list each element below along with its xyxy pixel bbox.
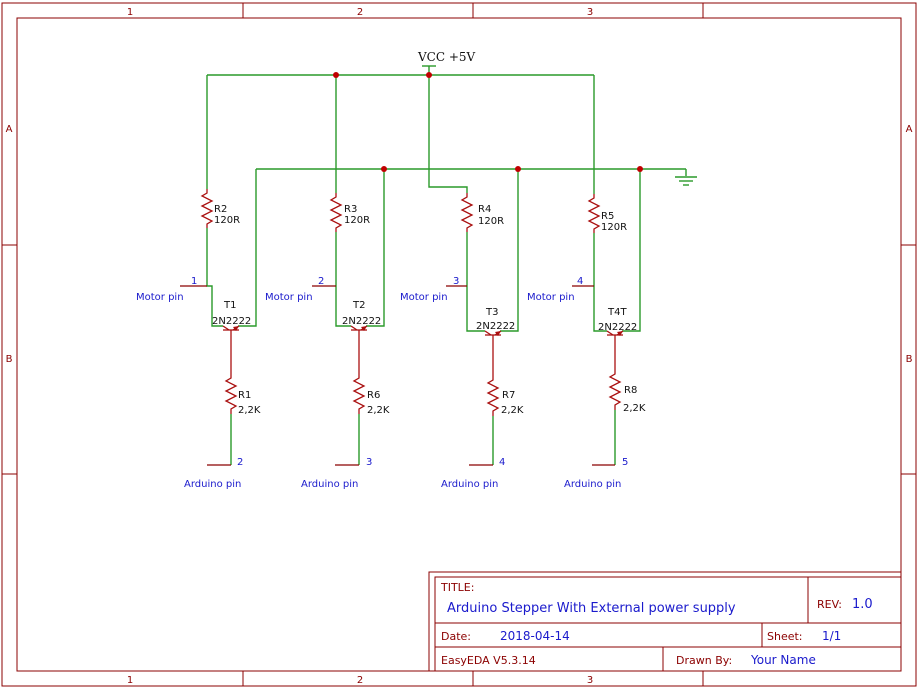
rev-label: REV: xyxy=(817,598,842,611)
resistor-ref: R1 xyxy=(238,390,251,401)
wire xyxy=(500,169,519,332)
motor-pin-label: Motor pin xyxy=(265,292,313,303)
resistor-value: 120R xyxy=(214,215,240,226)
arduino-pin-number: 5 xyxy=(622,457,628,468)
sheet-label: Sheet: xyxy=(767,630,803,643)
junction-dot xyxy=(381,166,387,172)
resistor-value: 120R xyxy=(344,215,370,226)
npn-transistor-icon xyxy=(222,325,240,340)
motor-pin-label: Motor pin xyxy=(527,292,575,303)
col-label-top: 2 xyxy=(357,7,363,18)
junction-dot xyxy=(333,72,339,78)
row-label-right: B xyxy=(906,354,913,365)
resistor-symbol xyxy=(329,193,343,232)
resistor-symbol xyxy=(608,345,622,410)
drawn-by-label: Drawn By: xyxy=(676,654,732,667)
resistor-symbol xyxy=(224,340,238,414)
power-nets: VCC +5V xyxy=(206,50,697,332)
drawn-by-value: Your Name xyxy=(750,653,816,667)
resistor-symbol xyxy=(460,193,474,232)
resistor-symbol xyxy=(352,340,366,414)
npn-transistor-icon xyxy=(350,325,368,340)
col-label-bottom: 3 xyxy=(587,675,593,686)
rev-value: 1.0 xyxy=(852,597,873,612)
software-version: EasyEDA V5.3.14 xyxy=(441,654,536,667)
col-label-top: 3 xyxy=(587,7,593,18)
transistor-ref: T3 xyxy=(485,307,498,318)
drawing-title: Arduino Stepper With External power supp… xyxy=(447,601,736,616)
wire xyxy=(366,169,385,327)
resistor-ref: R7 xyxy=(502,390,515,401)
resistor-ref: R5 xyxy=(601,211,614,222)
date-label: Date: xyxy=(441,630,471,643)
transistor-part: 2N2222 xyxy=(476,321,515,332)
row-label-left: B xyxy=(6,354,13,365)
driver-stage-1: R2 120R 1 Motor pin T1 2N2222 R1 2,2K 2 … xyxy=(136,189,261,490)
resistor-symbol xyxy=(486,345,500,416)
sheet-value: 1/1 xyxy=(822,629,841,643)
wire xyxy=(428,75,468,193)
npn-transistor-icon xyxy=(484,330,502,345)
col-label-top: 1 xyxy=(127,7,133,18)
arduino-pin-label: Arduino pin xyxy=(441,479,498,490)
vcc-label: VCC +5V xyxy=(417,50,476,64)
row-label-right: A xyxy=(906,124,913,135)
resistor-symbol xyxy=(587,194,601,233)
transistor-ref: T2 xyxy=(352,300,365,311)
wire xyxy=(206,228,223,327)
transistor-part: 2N2222 xyxy=(598,322,637,333)
date-value: 2018-04-14 xyxy=(500,629,570,643)
resistor-symbol xyxy=(200,189,214,228)
resistor-ref: R8 xyxy=(624,385,637,396)
transistor-part: 2N2222 xyxy=(342,316,381,327)
junction-dot xyxy=(637,166,643,172)
title-block: TITLE: Arduino Stepper With External pow… xyxy=(428,571,902,672)
resistor-value: 2,2K xyxy=(238,405,261,416)
wire xyxy=(335,232,351,327)
arduino-pin-number: 3 xyxy=(366,457,372,468)
wire xyxy=(622,169,641,332)
title-block-inner xyxy=(434,576,902,672)
transistor-ref: T1 xyxy=(223,300,236,311)
resistor-value: 120R xyxy=(478,216,504,227)
motor-pin-number: 1 xyxy=(191,276,197,287)
resistor-ref: R6 xyxy=(367,390,380,401)
resistor-value: 2,2K xyxy=(501,405,524,416)
junction-dot xyxy=(426,72,432,78)
arduino-pin-number: 2 xyxy=(237,457,243,468)
arduino-pin-label: Arduino pin xyxy=(564,479,621,490)
npn-transistor-icon xyxy=(606,330,624,345)
motor-pin-number: 4 xyxy=(577,276,583,287)
row-label-left: A xyxy=(6,124,13,135)
driver-stage-3: R4 120R 3 Motor pin T3 2N2222 R7 2,2K 4 … xyxy=(400,193,524,490)
resistor-value: 2,2K xyxy=(367,405,390,416)
inner-border xyxy=(16,17,902,672)
motor-pin-label: Motor pin xyxy=(136,292,184,303)
transistor-part: 2N2222 xyxy=(212,316,251,327)
resistor-ref: R4 xyxy=(478,204,491,215)
resistor-ref: R3 xyxy=(344,204,357,215)
wire xyxy=(238,169,257,327)
col-label-bottom: 2 xyxy=(357,675,363,686)
title-label: TITLE: xyxy=(440,581,474,594)
arduino-pin-number: 4 xyxy=(499,457,505,468)
col-label-bottom: 1 xyxy=(127,675,133,686)
arduino-pin-label: Arduino pin xyxy=(184,479,241,490)
arduino-pin-label: Arduino pin xyxy=(301,479,358,490)
driver-stage-2: R3 120R 2 Motor pin T2 2N2222 R6 2,2K 3 … xyxy=(265,193,390,490)
resistor-value: 2,2K xyxy=(623,403,646,414)
driver-stage-4: R5 120R 4 Motor pin T4T 2N2222 R8 2,2K 5… xyxy=(527,194,646,490)
resistor-ref: R2 xyxy=(214,204,227,215)
junction-dot xyxy=(515,166,521,172)
motor-pin-number: 3 xyxy=(453,276,459,287)
resistor-value: 120R xyxy=(601,222,627,233)
motor-pin-label: Motor pin xyxy=(400,292,448,303)
wire xyxy=(593,233,607,332)
motor-pin-number: 2 xyxy=(318,276,324,287)
ground-icon xyxy=(675,176,697,186)
transistor-ref: T4T xyxy=(607,307,627,318)
wire xyxy=(466,232,485,332)
